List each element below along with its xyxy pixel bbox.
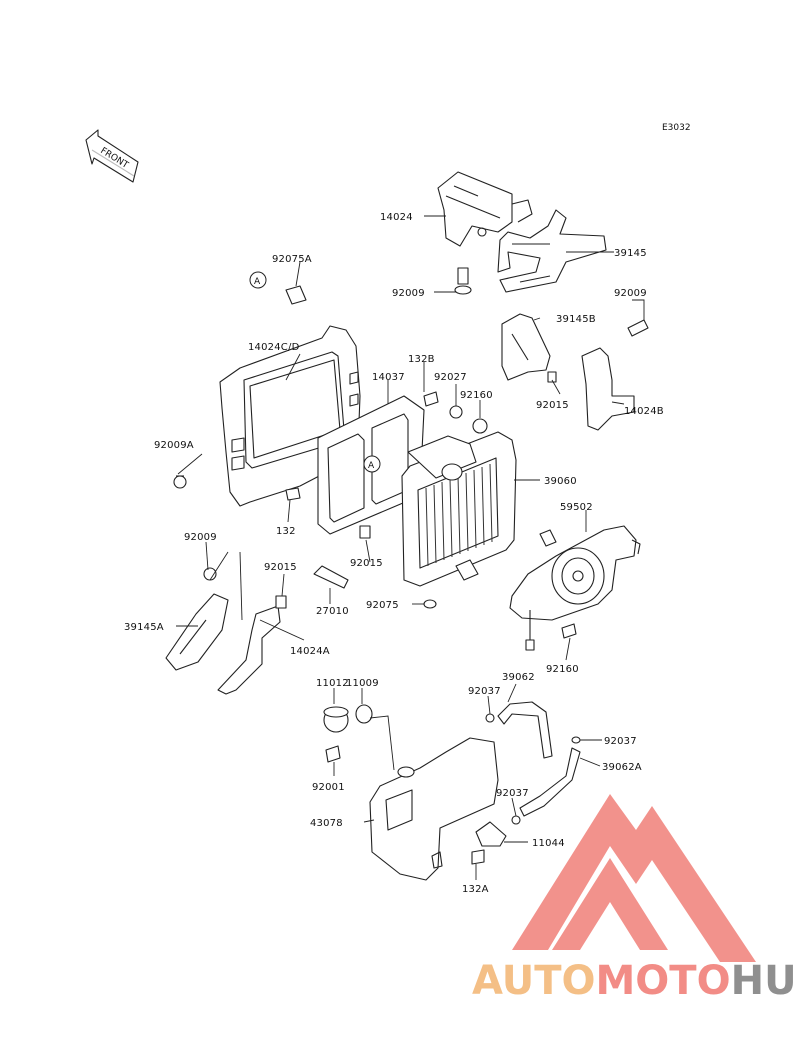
bolt-92009-right (627, 319, 649, 337)
label-92160-bottom: 92160 (546, 664, 579, 675)
label-92027: 92027 (434, 372, 467, 383)
label-39145A: 39145A (124, 622, 164, 633)
label-39145: 39145 (614, 248, 647, 259)
label-92037-a: 92037 (468, 686, 501, 697)
label-92037-c: 92037 (496, 788, 529, 799)
label-92009-right: 92009 (614, 288, 647, 299)
label-14024B: 14024B (624, 406, 664, 417)
label-11044: 11044 (532, 838, 565, 849)
label-14024: 14024 (380, 212, 413, 223)
clamp-92037-b (571, 736, 581, 744)
bolt-92009A (173, 475, 187, 489)
bolt-132 (285, 487, 301, 501)
label-43078: 43078 (310, 818, 343, 829)
bolt-92001 (325, 745, 341, 763)
reference-marker-a: A (249, 271, 267, 289)
label-39062: 39062 (502, 672, 535, 683)
clip-92015-right (547, 371, 557, 383)
clip-92015-mid (359, 525, 371, 539)
fan-59502 (509, 525, 641, 651)
label-14024CD: 14024C/D (248, 342, 300, 353)
harness-39145 (497, 209, 607, 293)
bolt-132A (471, 849, 485, 865)
label-92001: 92001 (312, 782, 345, 793)
label-132: 132 (276, 526, 296, 537)
tank-43078 (369, 737, 499, 881)
grommet-92160-bottom (561, 623, 577, 639)
label-11012: 11012 (316, 678, 349, 689)
grommet-92160-top (472, 418, 488, 434)
bracket-39145A (165, 593, 229, 671)
bolt-132B (423, 391, 439, 407)
watermark-logo-icon (512, 794, 756, 962)
label-92015-mid: 92015 (350, 558, 383, 569)
radiator-39060 (401, 431, 517, 587)
label-11009: 11009 (346, 678, 379, 689)
label-39145B: 39145B (556, 314, 596, 325)
clip-92015-left (275, 595, 287, 609)
front-arrow-icon (85, 129, 139, 183)
label-92009-top: 92009 (392, 288, 425, 299)
clamp-92037-c (511, 815, 521, 825)
bracket-14024A (217, 605, 281, 695)
label-132A: 132A (462, 884, 489, 895)
label-92009-left: 92009 (184, 532, 217, 543)
clip-92075 (423, 599, 437, 609)
bracket-11044 (475, 821, 507, 847)
clip-92075A (285, 285, 307, 305)
label-92160-top: 92160 (460, 390, 493, 401)
reference-marker-a-2-label: A (368, 461, 375, 471)
collar-92027 (449, 405, 463, 419)
label-132B: 132B (408, 354, 435, 365)
hose-39062A (519, 747, 581, 817)
leader-lines (176, 215, 645, 880)
switch-27010 (313, 565, 349, 589)
watermark-auto: AUTO (472, 958, 596, 1004)
clamp-92037-a (485, 713, 495, 723)
label-59502: 59502 (560, 502, 593, 513)
reference-marker-a-2: A (363, 455, 381, 473)
label-27010: 27010 (316, 606, 349, 617)
bracket-14024-top (437, 171, 533, 247)
gasket-11009 (355, 704, 373, 724)
label-92075: 92075 (366, 600, 399, 611)
watermark-text: AUTOMOTOHUB (472, 958, 800, 1004)
hose-39062 (497, 701, 553, 759)
reference-marker-a-label: A (254, 277, 261, 287)
label-39062A: 39062A (602, 762, 642, 773)
label-92075A: 92075A (272, 254, 312, 265)
label-39060: 39060 (544, 476, 577, 487)
label-92037-b: 92037 (604, 736, 637, 747)
cap-11012 (323, 706, 349, 733)
label-92009A: 92009A (154, 440, 194, 451)
diagram-code: E3032 (662, 123, 691, 133)
bracket-39145B (501, 313, 551, 381)
watermark-hub: HUB (730, 958, 800, 1004)
label-92015-left: 92015 (264, 562, 297, 573)
watermark-moto: MOTO (595, 958, 731, 1004)
bolt-92009-top (454, 267, 472, 295)
label-92015-right: 92015 (536, 400, 569, 411)
part-labels: 14024 39145 92009 92009 92075A 39145B 14… (124, 212, 664, 895)
bracket-14024B (581, 347, 635, 431)
label-14024A: 14024A (290, 646, 330, 657)
label-14037: 14037 (372, 372, 405, 383)
